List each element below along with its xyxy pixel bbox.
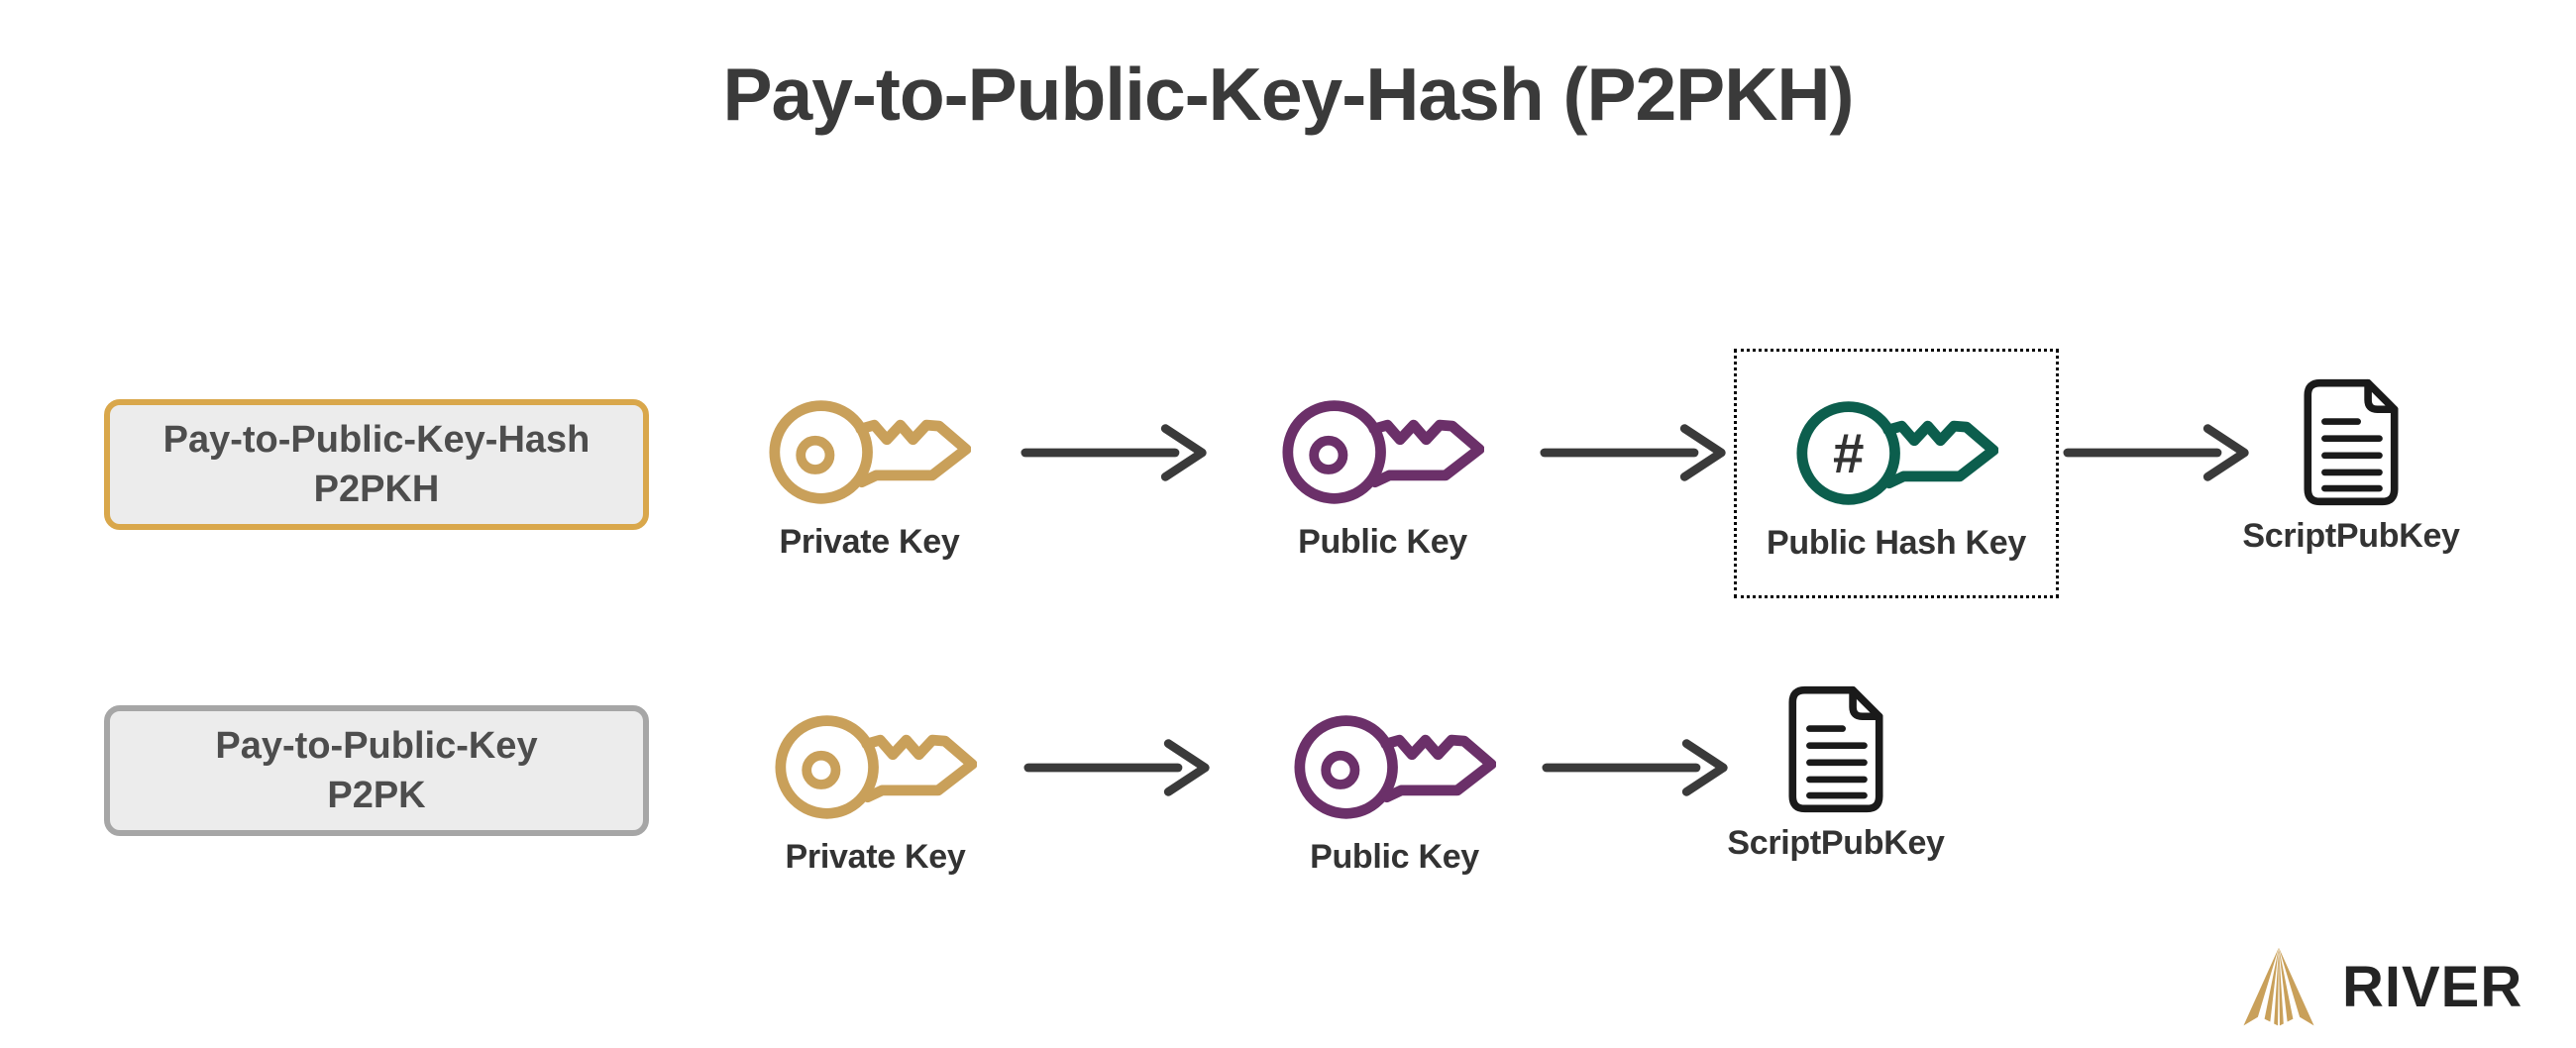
p2pkh-private-key-node: Private Key (768, 388, 971, 562)
p2pk-private-key-node: Private Key (774, 703, 977, 877)
scriptpubkey-label: ScriptPubKey (1727, 824, 1945, 862)
document-icon (1788, 685, 1883, 813)
arrow-right-icon (1540, 415, 1733, 490)
private-key-icon (769, 400, 971, 504)
p2pk-label-box: Pay-to-Public-Key P2PK (104, 705, 649, 836)
arrow-right-icon (1023, 730, 1217, 805)
arrow-right-icon (1020, 415, 1214, 490)
p2pk-public-key-node: Public Key (1293, 703, 1496, 877)
river-rays-icon (2243, 947, 2314, 1026)
p2pkh-public-key-node: Public Key (1281, 388, 1484, 562)
scriptpubkey-label: ScriptPubKey (2242, 517, 2460, 555)
arrow-right-icon (2063, 415, 2256, 490)
public-hash-key-label: Public Hash Key (1767, 524, 2026, 562)
public-key-label: Public Key (1298, 523, 1467, 561)
arrow-right-icon (1542, 730, 1735, 805)
river-logo: RIVER (2231, 943, 2522, 1030)
public-hash-key-highlight-box: # Public Hash Key (1734, 349, 2059, 598)
p2pk-label-line2: P2PK (327, 775, 426, 816)
p2pkh-label-line2: P2PKH (313, 469, 440, 510)
public-hash-key-icon: # (1795, 401, 1998, 505)
document-icon (2304, 378, 2399, 506)
river-logo-text: RIVER (2342, 954, 2523, 1019)
private-key-label: Private Key (779, 523, 960, 561)
p2pkh-label-line1: Pay-to-Public-Key-Hash (162, 418, 590, 461)
public-key-icon (1294, 715, 1496, 819)
p2pkh-label-box: Pay-to-Public-Key-Hash P2PKH (104, 399, 649, 530)
private-key-label: Private Key (785, 838, 966, 876)
p2pk-scriptpubkey-node: ScriptPubKey (1727, 683, 1945, 863)
p2pk-label-line1: Pay-to-Public-Key (215, 724, 538, 767)
hash-glyph: # (1832, 422, 1863, 484)
private-key-icon (775, 715, 977, 819)
public-key-label: Public Key (1310, 838, 1479, 876)
page-title: Pay-to-Public-Key-Hash (P2PKH) (722, 52, 1854, 136)
p2pkh-scriptpubkey-node: ScriptPubKey (2242, 376, 2460, 556)
public-key-icon (1282, 400, 1484, 504)
